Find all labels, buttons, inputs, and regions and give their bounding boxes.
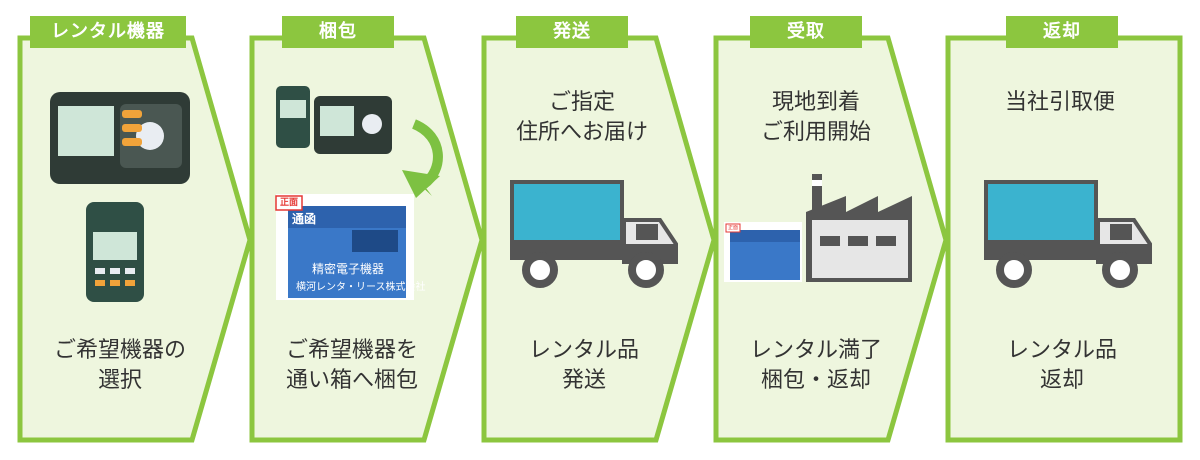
calibrator-device-large <box>50 92 190 184</box>
calibrator-device-small-2 <box>314 96 392 154</box>
shipping-box <box>276 194 414 300</box>
calibrator-device-handheld <box>86 202 144 302</box>
text-line: 当社引取便 <box>1004 90 1115 115</box>
text-line: ご希望機器の <box>53 338 186 363</box>
step-top-text-receive: 現地到着 ご利用開始 <box>716 88 916 148</box>
step-badge-pack: 梱包 <box>282 16 394 48</box>
text-line: レンタル満了 <box>749 338 882 363</box>
text-line: 通い箱へ梱包 <box>285 368 418 393</box>
step-bottom-text-ship: レンタル品 発送 <box>484 336 684 396</box>
step-badge-receive: 受取 <box>750 16 862 48</box>
truck-icon-return <box>984 180 1152 288</box>
step-bottom-text-pack: ご希望機器を 通い箱へ梱包 <box>252 336 452 396</box>
front-stamp-small <box>725 223 741 233</box>
step-badge-return: 返却 <box>1006 16 1118 48</box>
step-badge-rental: レンタル機器 <box>30 16 186 48</box>
text-line: 発送 <box>561 368 606 393</box>
text-line: レンタル品 <box>1006 338 1117 363</box>
step-top-text-ship: ご指定 住所へお届け <box>482 88 682 148</box>
box-label-company: 横河レンタ・リース株式会社 <box>296 282 426 293</box>
front-stamp-label: 正面 <box>279 198 298 208</box>
step-bottom-text-return: レンタル品 返却 <box>962 336 1162 396</box>
text-line: ご指定 <box>548 90 615 115</box>
calibrator-device-small-1 <box>276 86 310 148</box>
step-bottom-text-rental: ご希望機器の 選択 <box>20 336 220 396</box>
step-badge-ship: 発送 <box>516 16 628 48</box>
box-label-precision: 精密電子機器 <box>312 262 385 276</box>
text-line: 現地到着 <box>771 90 860 115</box>
text-line: 梱包・返却 <box>760 368 871 393</box>
box-label-tsubako: 通函 <box>292 212 317 226</box>
truck-icon-ship <box>510 180 678 288</box>
step-top-text-return: 当社引取便 <box>960 88 1160 118</box>
front-stamp <box>275 195 303 211</box>
factory-icon <box>806 174 912 282</box>
step-bottom-text-receive: レンタル満了 梱包・返却 <box>716 336 916 396</box>
text-line: ご希望機器を <box>285 338 418 363</box>
text-line: 返却 <box>1039 368 1084 393</box>
text-line: レンタル品 <box>528 338 639 363</box>
text-line: 選択 <box>97 368 142 393</box>
text-line: 住所へお届け <box>515 120 648 145</box>
front-stamp-label-small: 正面 <box>727 225 738 231</box>
text-line: ご利用開始 <box>760 120 871 145</box>
